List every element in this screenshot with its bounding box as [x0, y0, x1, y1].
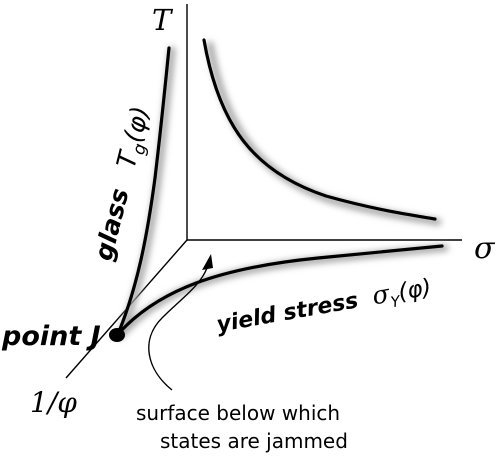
yield-arg: (φ)	[396, 275, 433, 306]
curve-shadows	[116, 41, 449, 340]
yield-stress-curve	[116, 244, 444, 336]
sigma-axis-label: σ	[474, 231, 496, 266]
t-axis-label: T	[152, 3, 174, 37]
surface-caption-line1: surface below which	[136, 401, 340, 425]
surface-arrow	[148, 254, 213, 391]
glass-arg: (φ)	[118, 103, 155, 145]
upper-surface-curve	[202, 38, 437, 221]
yield-symbol: σ	[370, 279, 393, 311]
glass-subscript: g	[129, 141, 151, 157]
surface-caption-line2: states are jammed	[160, 429, 348, 453]
arrowhead-icon	[202, 254, 213, 270]
point-j-dot	[109, 328, 125, 342]
yield-stress-label: yield stress σY(φ)	[214, 272, 434, 342]
svg-text:yield stress σY(φ): yield stress σY(φ)	[214, 272, 434, 342]
curves	[116, 38, 444, 336]
phi-axis-label: 1/φ	[30, 386, 77, 419]
glass-curve	[116, 46, 171, 336]
glass-word: glass	[89, 185, 135, 263]
yield-words: yield stress	[215, 288, 360, 338]
point-j-label: point J	[1, 321, 101, 352]
